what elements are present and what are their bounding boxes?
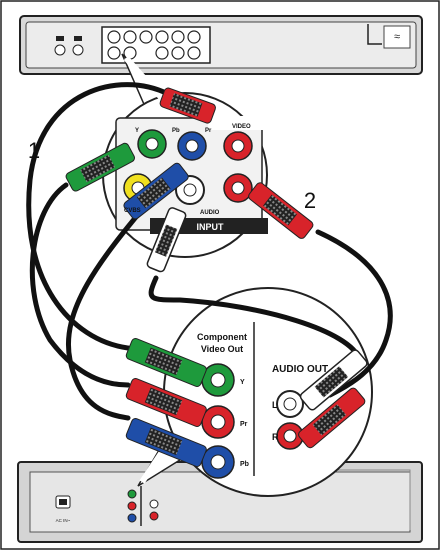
tv-jack-audio-r bbox=[223, 173, 253, 203]
plug-green-dvd bbox=[125, 338, 207, 387]
tv-label-input: INPUT bbox=[197, 222, 225, 232]
tv-jack-y bbox=[137, 129, 167, 159]
dvd-jack-y bbox=[201, 363, 235, 397]
tv-label-pb: Pb bbox=[172, 128, 180, 134]
dvd-label-pb: Pb bbox=[240, 461, 249, 468]
dvd-label-pr: Pr bbox=[240, 421, 248, 428]
tv-ac-symbol: ≈ bbox=[394, 31, 400, 43]
plug-blue-tv bbox=[123, 162, 189, 220]
dvd-label-video-out: Video Out bbox=[201, 344, 243, 354]
plug-blue-dvd bbox=[125, 418, 207, 467]
dvd-label-audio-out: AUDIO OUT bbox=[272, 364, 328, 375]
dvd-jack-pr bbox=[201, 405, 235, 439]
tv-jack-video bbox=[223, 131, 253, 161]
plug-red-audio-dvd bbox=[298, 387, 366, 449]
plug-red-dvd bbox=[125, 378, 207, 427]
step-2-label: 2 bbox=[304, 188, 316, 213]
dvd-label-component: Component bbox=[197, 332, 247, 342]
plug-green-tv bbox=[65, 142, 135, 192]
tv-back-panel bbox=[19, 15, 423, 75]
plug-red-video-tv bbox=[159, 87, 216, 124]
dvd-ac-label: AC IN~ bbox=[56, 518, 71, 523]
plug-white-dvd bbox=[299, 349, 368, 411]
cables bbox=[26, 82, 393, 421]
cable-red-video bbox=[26, 82, 171, 351]
tv-label-cvbs: CVBS bbox=[124, 208, 141, 214]
dvd-jack-audio-l bbox=[276, 390, 304, 418]
tv-label-pr: Pr bbox=[205, 128, 212, 134]
dvd-jack-audio-r bbox=[276, 422, 304, 450]
plug-white-tv bbox=[146, 207, 187, 273]
tv-jack-pb bbox=[177, 131, 207, 161]
dvd-label-l: L bbox=[272, 400, 278, 410]
step-1-label: 1 bbox=[28, 138, 40, 163]
plug-red-audio-tv bbox=[248, 182, 314, 239]
tv-label-audio: AUDIO bbox=[200, 210, 220, 216]
tv-label-y: Y bbox=[135, 128, 139, 134]
tv-label-video: VIDEO bbox=[232, 124, 251, 130]
dvd-jack-pb bbox=[201, 445, 235, 479]
dvd-label-y: Y bbox=[240, 379, 245, 386]
dvd-label-r: R bbox=[272, 432, 279, 442]
